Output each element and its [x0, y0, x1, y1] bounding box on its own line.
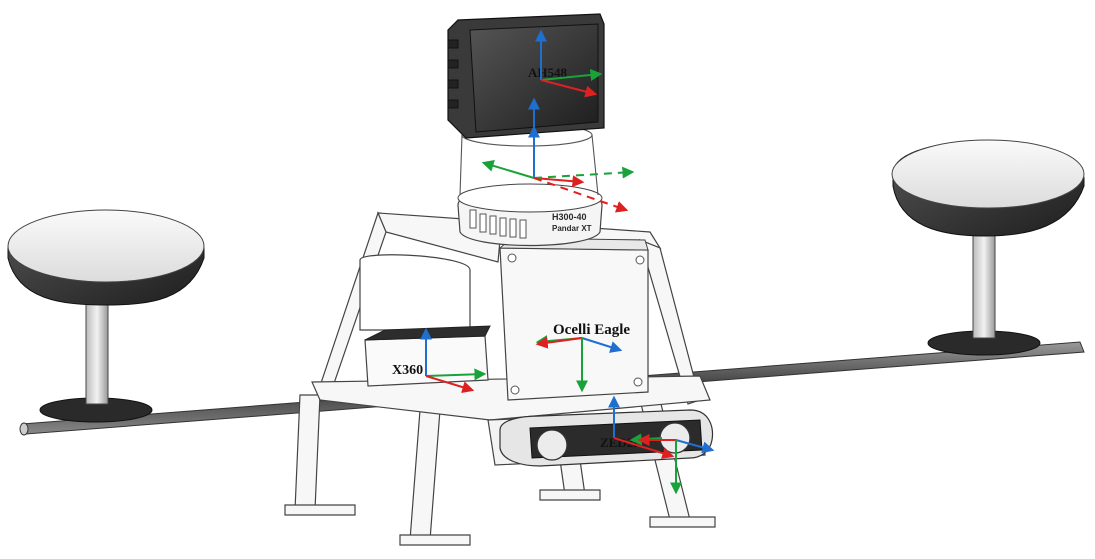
gnss-antenna-right: [891, 139, 1085, 356]
pandar-x-axis: [533, 175, 585, 188]
ah548-lidar: AH548: [447, 13, 605, 139]
pandar-y-axis-dashed: [533, 166, 635, 179]
ocelli-eagle-label: Ocelli Eagle: [553, 322, 630, 338]
ah548-x-axis: [540, 79, 598, 98]
pandar-label-line1: H300-40: [552, 212, 587, 222]
pandar-x-axis-dashed: [533, 177, 629, 213]
pandar-y-axis: [481, 160, 535, 179]
x360-x-axis: [425, 375, 475, 393]
pandar-xt-lidar: H300-40 Pandar XT: [457, 183, 603, 247]
frame-x360: [420, 327, 487, 393]
gnss-antenna-left: [7, 209, 205, 423]
frame-zed2i: [608, 395, 715, 495]
frame-pandar: [481, 97, 635, 213]
zed2i-camera: ZED2i: [487, 409, 714, 467]
zed2i-x-axis: [613, 437, 675, 459]
x360-label: X360: [392, 363, 423, 378]
base-legs: [284, 394, 716, 546]
ah548-y-axis: [540, 69, 603, 81]
frame-ocelli: [535, 335, 623, 393]
ocelli-x-axis-right: [581, 337, 623, 353]
pandar-label-line2: Pandar XT: [552, 224, 592, 233]
ocelli-x-axis: [535, 336, 583, 349]
zed2i-right-z-axis: [675, 439, 715, 454]
x360-y-axis: [425, 368, 487, 381]
frame-ah548: [535, 29, 603, 98]
ah548-side-fins: [447, 39, 459, 109]
ocelli-eagle-box: Ocelli Eagle: [498, 237, 649, 401]
ah548-label: AH548: [528, 65, 568, 80]
zed2i-label: ZED2i: [600, 435, 637, 450]
pandar-fins: [469, 209, 527, 239]
